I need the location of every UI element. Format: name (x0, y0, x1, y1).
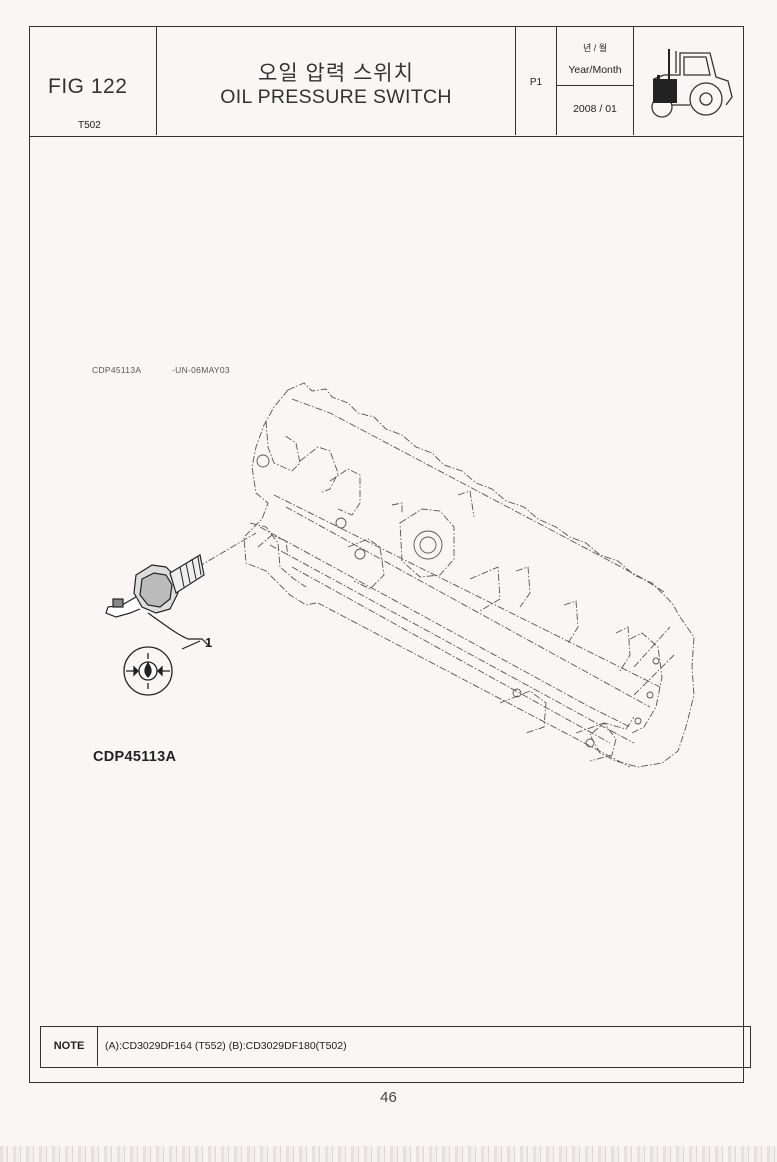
engine-block-drawing (105, 382, 695, 768)
tractor-icon (651, 49, 733, 118)
figure-number-cell: FIG 122 T502 (30, 27, 157, 135)
page-code: P1 (529, 77, 543, 88)
part-callout: 1 (205, 635, 213, 650)
note-row: NOTE (A):CD3029DF164 (T552) (B):CD3029DF… (40, 1026, 751, 1068)
header-bar: FIG 122 T502 오일 압력 스위치 OIL PRESSURE SWIT… (30, 27, 743, 137)
note-text: (A):CD3029DF164 (T552) (B):CD3029DF180(T… (105, 1040, 347, 1052)
figure-number: FIG 122 (48, 75, 128, 98)
note-label: NOTE (41, 1027, 98, 1066)
date-divider (557, 85, 633, 86)
model-code: T502 (78, 120, 101, 131)
page-cell: P1 (516, 27, 557, 135)
title-korean: 오일 압력 스위치 (258, 62, 414, 85)
oil-pressure-warning-icon (123, 646, 173, 696)
scan-edge (0, 1146, 777, 1162)
drawing-reference-code: CDP45113A (92, 365, 142, 375)
oil-pressure-switch-icon (105, 554, 209, 650)
catalog-sheet: FIG 122 T502 오일 압력 스위치 OIL PRESSURE SWIT… (29, 26, 751, 1083)
drawing-reference-date: -UN-06MAY03 (172, 365, 230, 375)
issue-date: 2008 / 01 (573, 103, 617, 115)
page-number: 46 (380, 1089, 397, 1106)
date-cell: 년 / 월 Year/Month 2008 / 01 (557, 27, 634, 135)
year-month-label-korean: 년 / 월 (582, 43, 608, 53)
figure-caption: CDP45113A (93, 749, 177, 765)
year-month-label: Year/Month (568, 64, 622, 76)
title-english: OIL PRESSURE SWITCH (220, 86, 452, 108)
title-cell: 오일 압력 스위치 OIL PRESSURE SWITCH (157, 27, 516, 135)
